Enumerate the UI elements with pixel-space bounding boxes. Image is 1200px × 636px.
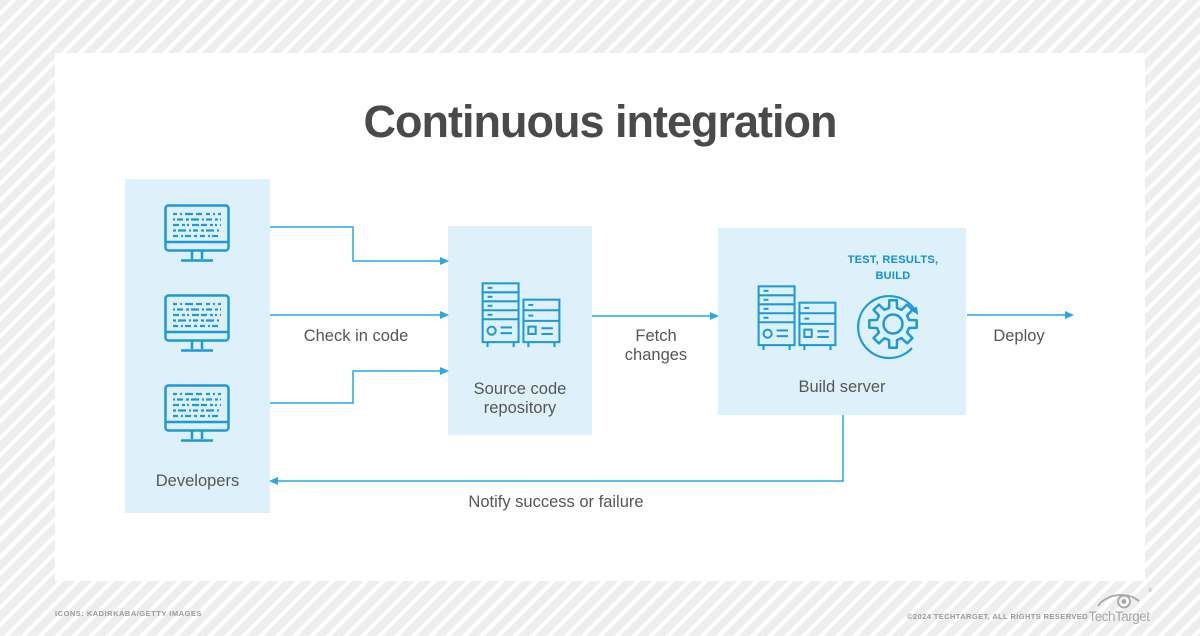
monitor-icon [164, 384, 230, 442]
developers-box [125, 179, 270, 513]
check-in-code-label: Check in code [303, 327, 409, 345]
build-badge-line2: BUILD [875, 269, 911, 282]
developers-label: Developers [155, 472, 240, 490]
repository-label: Source code repository [448, 380, 592, 418]
fetch-changes-line1: Fetch [635, 327, 677, 345]
techtarget-logo: TechTarget ® [1088, 588, 1152, 624]
build-badge: TEST, RESULTS, BUILD [838, 253, 948, 284]
server-rack-icon [481, 282, 561, 348]
server-rack-icon [757, 285, 837, 351]
icons-credit: ICONS: KADIRKABA/GETTY IMAGES [55, 609, 202, 618]
page-title: Continuous integration [363, 96, 838, 147]
gear-sync-icon [857, 294, 919, 360]
registered-mark: ® [1148, 588, 1152, 594]
notify-label: Notify success or failure [468, 493, 644, 511]
build-badge-line1: TEST, RESULTS, [847, 254, 939, 266]
source-code-repository-box [448, 226, 592, 435]
monitor-icon [164, 294, 230, 352]
build-server-label: Build server [798, 378, 886, 396]
copyright-text: ©2024 TECHTARGET, ALL RIGHTS RESERVED [907, 612, 1088, 621]
fetch-changes-line2: changes [624, 346, 688, 364]
eye-logo-icon [1097, 594, 1140, 609]
fetch-changes-label: Fetch changes [606, 327, 706, 365]
repository-label-line1: Source code [473, 380, 567, 398]
deploy-label: Deploy [993, 327, 1045, 345]
brand-name: TechTarget [1088, 609, 1150, 624]
monitor-icon [164, 204, 230, 262]
repository-label-line2: repository [483, 399, 557, 417]
